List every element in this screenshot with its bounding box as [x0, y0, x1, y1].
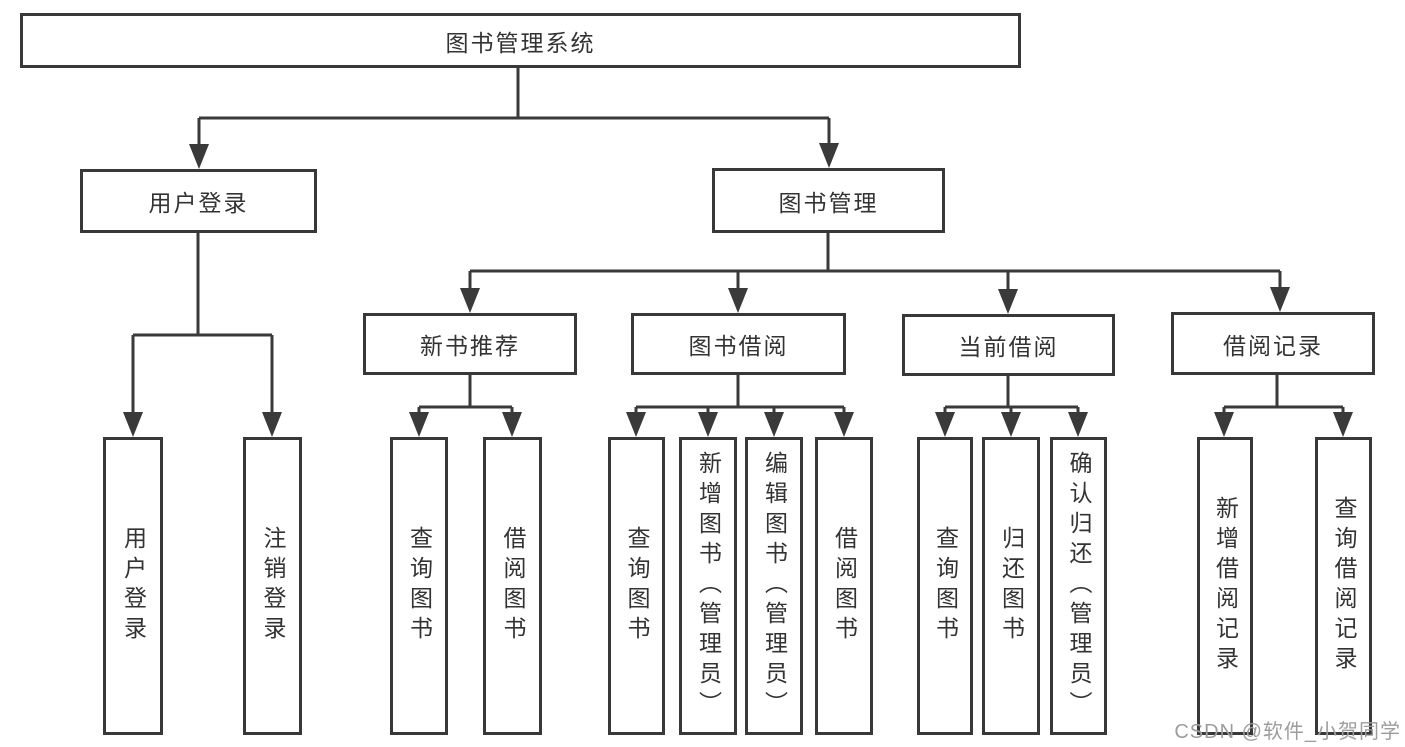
node-user-login-label: 用户登录 — [148, 190, 249, 216]
leaf-query-books-recommend-label: 查询图书 — [406, 526, 433, 646]
node-book-management: 图书管理 — [712, 168, 945, 233]
connector-book-borrowing-children — [626, 375, 854, 437]
node-book-management-label: 图书管理 — [778, 189, 879, 216]
leaf-logout-label: 注销登录 — [260, 526, 286, 646]
leaf-logout: 注销登录 — [243, 437, 302, 735]
node-current-borrowing-label: 当前借阅 — [958, 334, 1059, 360]
leaf-query-borrow-record: 查询借阅记录 — [1315, 437, 1372, 735]
leaf-confirm-return-admin: 确认归还（管理员） — [1050, 437, 1107, 735]
leaf-add-borrow-record: 新增借阅记录 — [1197, 437, 1253, 735]
node-new-book-recommend: 新书推荐 — [363, 313, 577, 375]
leaf-user-login: 用户登录 — [103, 437, 163, 735]
node-book-borrowing: 图书借阅 — [631, 313, 846, 375]
node-borrowing-records-label: 借阅记录 — [1223, 332, 1323, 359]
connector-new-book-recommend-children — [409, 375, 522, 437]
node-current-borrowing: 当前借阅 — [902, 314, 1115, 376]
leaf-query-borrow-record-label: 查询借阅记录 — [1331, 496, 1357, 676]
leaf-return-books-label: 归还图书 — [998, 526, 1025, 646]
leaf-edit-book-admin: 编辑图书（管理员） — [745, 437, 803, 735]
leaf-edit-book-admin-label: 编辑图书（管理员） — [761, 451, 788, 721]
leaf-query-books-borrowing-label: 查询图书 — [624, 526, 650, 646]
connector-root-to-level2 — [189, 68, 839, 169]
leaf-query-books-borrowing: 查询图书 — [608, 437, 665, 735]
leaf-user-login-label: 用户登录 — [120, 526, 147, 646]
leaf-query-books-recommend: 查询图书 — [390, 437, 448, 735]
node-root-system: 图书管理系统 — [20, 13, 1021, 68]
leaf-borrow-books-borrowing: 借阅图书 — [815, 437, 873, 735]
node-new-book-recommend-label: 新书推荐 — [420, 333, 520, 359]
leaf-query-books-current-label: 查询图书 — [932, 526, 959, 646]
node-user-login: 用户登录 — [80, 169, 317, 233]
node-book-borrowing-label: 图书借阅 — [688, 333, 789, 359]
leaf-add-book-admin: 新增图书（管理员） — [679, 437, 737, 735]
connector-borrowing-records-children — [1214, 375, 1353, 437]
node-borrowing-records: 借阅记录 — [1171, 312, 1375, 375]
watermark: CSDN @软件_小贺同学 — [1174, 721, 1401, 743]
node-root-label: 图书管理系统 — [445, 29, 596, 56]
leaf-return-books: 归还图书 — [982, 437, 1040, 735]
connector-user-login-children — [123, 233, 282, 437]
connector-book-management-groups — [460, 233, 1290, 314]
leaf-borrow-books-recommend-label: 借阅图书 — [500, 526, 526, 646]
leaf-add-book-admin-label: 新增图书（管理员） — [695, 451, 722, 721]
leaf-borrow-books-borrowing-label: 借阅图书 — [831, 526, 858, 646]
leaf-add-borrow-record-label: 新增借阅记录 — [1212, 496, 1239, 676]
leaf-borrow-books-recommend: 借阅图书 — [483, 437, 542, 735]
leaf-confirm-return-admin-label: 确认归还（管理员） — [1066, 451, 1092, 721]
connector-current-borrowing-children — [935, 376, 1088, 437]
leaf-query-books-current: 查询图书 — [917, 437, 973, 735]
